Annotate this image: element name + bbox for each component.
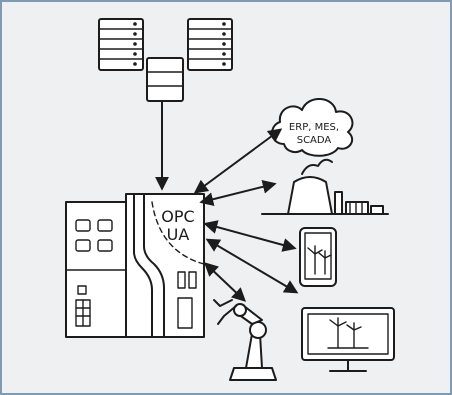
server-rack-left-icon: [98, 18, 144, 71]
arrow-controller-tablet: [203, 220, 297, 252]
monitor-icon: [301, 307, 395, 372]
arrow-controller-factory: [199, 179, 277, 207]
plc-controller-icon: [65, 193, 205, 338]
cloud-label-line1: ERP, MES,: [289, 122, 339, 133]
controller-label-line2: UA: [167, 225, 190, 244]
cloud-icon: [271, 98, 354, 157]
controller-label-line1: OPC: [161, 207, 194, 226]
server-rack-right-icon: [187, 18, 233, 71]
robot-arm-icon: [213, 299, 277, 381]
arrow-controller-monitor: [205, 238, 299, 294]
tablet-icon: [299, 227, 337, 287]
arrow-controller-cloud: [193, 128, 283, 194]
factory-icon: [261, 158, 389, 215]
cloud-label-line2: SCADA: [297, 135, 332, 146]
server-small-icon: [146, 57, 184, 102]
arrow-controller-robot: [203, 262, 247, 302]
